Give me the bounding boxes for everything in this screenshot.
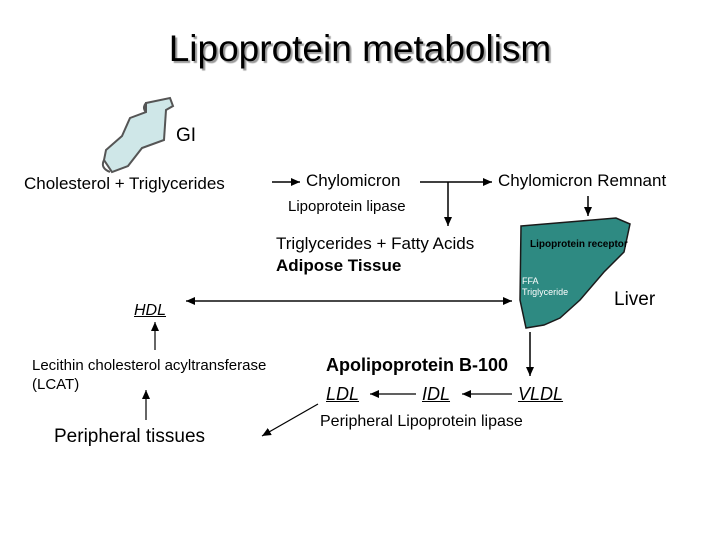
label-chylomicron: Chylomicron [306,171,401,190]
arrow-ldl-to-peripheral [261,403,319,437]
label-adipose-tissue: Adipose Tissue [276,256,402,275]
label-cholesterol-triglycerides: Cholesterol + Triglycerides [24,174,225,193]
label-lcat-line1: Lecithin cholesterol acyltransferase [32,357,267,374]
label-ldl: LDL [326,384,360,404]
label-gi: GI [176,125,197,146]
label-peripheral-lipoprotein-lipase: Peripheral Lipoprotein lipase [320,413,523,430]
label-peripheral-tissues: Peripheral tissues [54,426,206,447]
page-title: Lipoprotein metabolism [168,28,552,69]
label-lipoprotein-receptor: Lipoprotein receptor [530,239,628,250]
label-ffa: FFA [522,276,539,286]
label-lipoprotein-lipase: Lipoprotein lipase [288,198,406,215]
label-liver: Liver [614,289,656,310]
label-chylomicron-remnant: Chylomicron Remnant [498,171,667,190]
label-idl: IDL [422,384,451,404]
label-lcat-line2: (LCAT) [32,376,80,393]
gi-intestine-icon [102,96,175,174]
gi-intestine-detail [101,102,147,173]
label-apolipoprotein-b100: Apolipoprotein B-100 [326,355,509,375]
label-vldl: VLDL [518,384,564,404]
label-tg-fatty-acids: Triglycerides + Fatty Acids [276,234,475,253]
label-triglyceride: Triglyceride [522,287,569,297]
liver-shape [519,217,631,329]
label-hdl: HDL [134,302,167,319]
